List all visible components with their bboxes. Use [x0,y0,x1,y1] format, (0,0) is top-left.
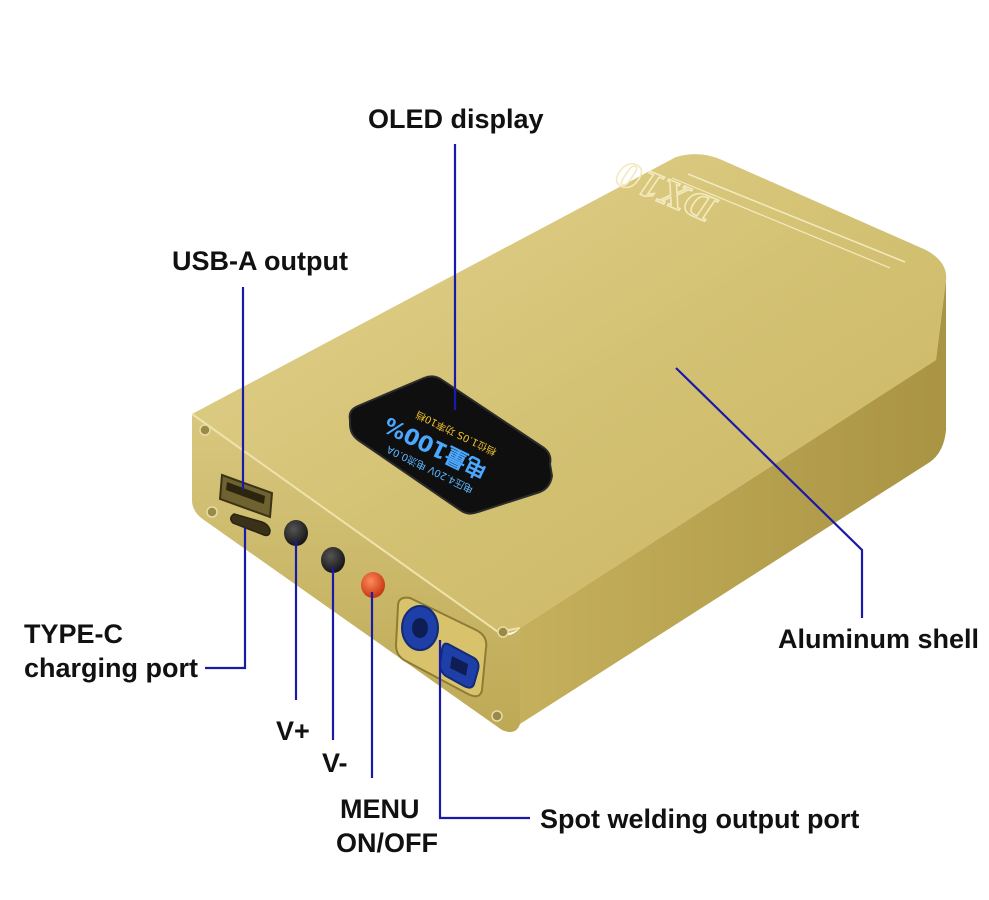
v-minus-label: V- [322,748,348,778]
spot-welding-port [394,596,488,698]
aluminum-shell-label: Aluminum shell [778,624,979,654]
type-c-label-line2: charging port [24,653,198,683]
usb-a-output-label: USB-A output [172,246,348,276]
leader-lines [205,144,864,820]
v-plus-label: V+ [276,716,310,746]
usb-c-port [230,513,271,537]
spot-welding-leader-line [438,640,530,820]
screw-icon [199,424,211,436]
menu-label-line1: MENU [340,794,420,824]
v-minus-button-icon [321,547,345,573]
menu-power-button-icon [361,572,385,598]
type-c-label-line1: TYPE-C [24,619,123,649]
usb-a-port [218,473,274,519]
menu-label-line2: ON/OFF [336,828,438,858]
labels: OLED display USB-A output TYPE-C chargin… [24,104,979,858]
screw-icon [497,626,509,638]
brand-stripe-bottom [671,177,891,269]
brand-stripe-top [687,173,906,263]
shell-top-face [192,154,947,634]
screw-icon [206,506,218,518]
type-c-leader-line [205,527,247,670]
oled-display-label: OLED display [368,104,544,134]
spot-welding-label: Spot welding output port [540,804,859,834]
v-plus-button-icon [284,520,308,546]
device-body: DX10 电压4.20V 电流0. [191,150,947,732]
aluminum-shell-leader-line [675,367,864,618]
shell-side-face [520,280,946,724]
screw-icon [491,710,503,722]
